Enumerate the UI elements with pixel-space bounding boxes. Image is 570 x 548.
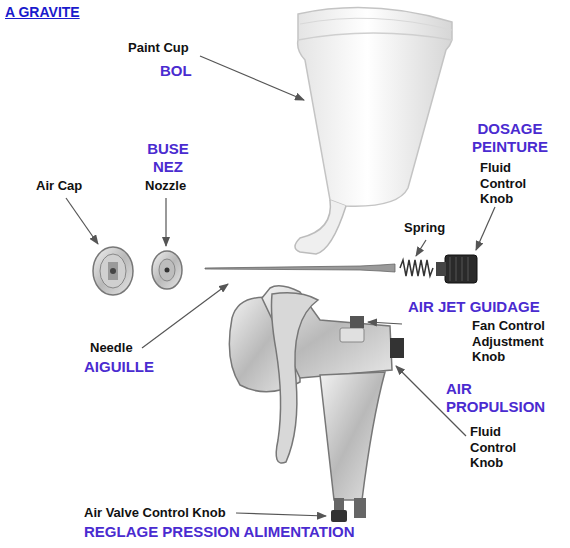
french-part-label: BOL xyxy=(160,62,192,80)
french-part-label: AIR JET GUIDAGE xyxy=(408,298,540,316)
paint-cup xyxy=(295,8,452,254)
french-part-label: BUSE NEZ xyxy=(143,140,193,176)
spring xyxy=(400,260,433,276)
needle xyxy=(205,264,395,272)
air-cap xyxy=(93,247,133,295)
part-label: Fluid Control Knob xyxy=(470,424,530,471)
gun-body xyxy=(229,286,404,522)
leader-lines xyxy=(66,56,495,516)
part-label: Fan Control Adjustment Knob xyxy=(472,318,558,365)
part-label: Air Valve Control Knob xyxy=(84,505,226,521)
french-part-label: DOSAGE PEINTURE xyxy=(466,120,554,156)
part-label: Paint Cup xyxy=(128,40,189,56)
nozzle xyxy=(152,251,182,289)
french-part-label: REGLAGE PRESSION ALIMENTATION xyxy=(84,523,355,541)
part-label: Fluid Control Knob xyxy=(480,160,540,207)
part-label: Needle xyxy=(90,340,133,356)
french-part-label: AIGUILLE xyxy=(84,358,154,376)
diagram-title: A GRAVITE xyxy=(5,4,80,21)
part-label: Air Cap xyxy=(36,178,82,194)
part-label: Spring xyxy=(404,220,445,236)
french-part-label: AIR PROPULSION xyxy=(446,380,556,416)
fluid-knob xyxy=(436,255,477,283)
part-label: Nozzle xyxy=(145,178,186,194)
